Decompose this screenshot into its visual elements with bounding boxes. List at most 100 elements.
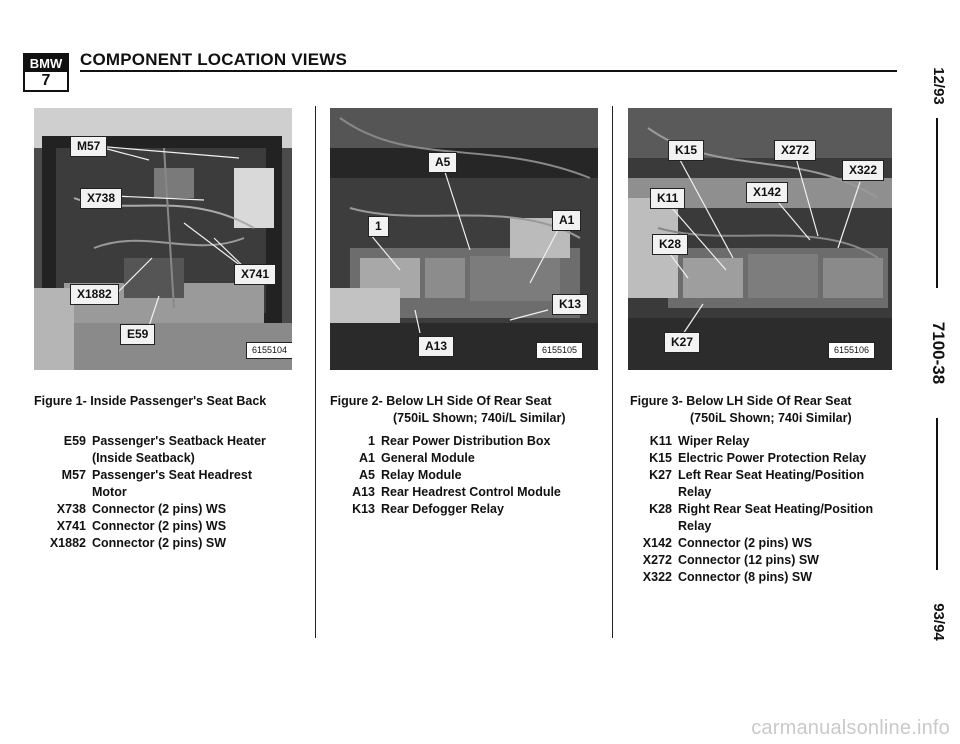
legend-code: 1	[368, 434, 375, 448]
figure-3-caption: Figure 3- Below LH Side Of Rear Seat (75…	[630, 393, 895, 427]
legend-row: A13 Rear Headrest Control Module	[320, 484, 610, 501]
callout-x142: X142	[746, 182, 789, 203]
rear-seat-lh-photo-illustration	[330, 108, 598, 370]
callout-k27: K27	[664, 332, 701, 353]
callout-k28: K28	[652, 234, 689, 255]
callout-x322: X322	[842, 160, 885, 181]
callout-e59: E59	[120, 324, 156, 345]
callout-a13: A13	[418, 336, 455, 357]
legend-desc: Passenger's Seatback Heater	[92, 434, 266, 448]
legend-desc: Rear Defogger Relay	[381, 502, 504, 516]
header-rule	[80, 70, 897, 72]
photo-number: 6155104	[246, 342, 292, 359]
legend-code: K15	[649, 451, 672, 465]
callout-x738: X738	[80, 188, 123, 209]
legend-row: X322 Connector (8 pins) SW	[616, 569, 896, 586]
callout-k11: K11	[650, 188, 686, 209]
callout-k13: K13	[552, 294, 589, 315]
logo-series: 7	[41, 72, 51, 89]
legend-desc: Relay	[678, 485, 712, 499]
legend-row: Relay	[616, 518, 896, 535]
legend-row: M57 Passenger's Seat Headrest	[42, 467, 307, 484]
legend-code: M57	[61, 468, 86, 482]
legend-desc: Relay	[678, 519, 712, 533]
photo-number: 6155106	[828, 342, 876, 359]
legend-desc: Motor	[92, 485, 127, 499]
legend-row: (Inside Seatback)	[42, 450, 307, 467]
callout-m57: M57	[70, 136, 108, 157]
legend-code: K13	[352, 502, 375, 516]
legend-row: X272 Connector (12 pins) SW	[616, 552, 896, 569]
legend-code: A5	[359, 468, 375, 482]
legend-desc: Electric Power Protection Relay	[678, 451, 867, 465]
legend-row: K15 Electric Power Protection Relay	[616, 450, 896, 467]
margin-page-number: 7100-38	[929, 321, 948, 385]
margin-rule-bottom	[936, 418, 938, 570]
legend-code	[616, 518, 672, 535]
legend-row: K13 Rear Defogger Relay	[320, 501, 610, 518]
legend-desc: Wiper Relay	[678, 434, 750, 448]
caption-line: Figure 3- Below LH Side Of Rear Seat	[630, 394, 852, 408]
margin-date-top: 12/93	[930, 67, 947, 105]
legend-row: K27 Left Rear Seat Heating/Position	[616, 467, 896, 484]
legend-desc: Passenger's Seat Headrest	[92, 468, 253, 482]
legend-code: X272	[642, 553, 672, 567]
legend-code: X1882	[49, 536, 86, 550]
legend-code	[42, 484, 86, 501]
caption-line: Figure 2- Below LH Side Of Rear Seat	[330, 394, 552, 408]
legend-row: X142 Connector (2 pins) WS	[616, 535, 896, 552]
callout-k15: K15	[668, 140, 705, 161]
legend-desc: Relay Module	[381, 468, 462, 482]
legend-code	[616, 484, 672, 501]
page-title: COMPONENT LOCATION VIEWS	[80, 50, 348, 69]
logo-brand: BMW	[25, 55, 67, 72]
legend-code: X741	[56, 519, 86, 533]
legend-desc: General Module	[381, 451, 475, 465]
legend-code: K27	[649, 468, 672, 482]
legend-desc: Connector (2 pins) WS	[92, 502, 227, 516]
callout-1: 1	[368, 216, 389, 237]
margin-date-bottom: 93/94	[930, 603, 947, 641]
callout-x1882: X1882	[70, 284, 119, 305]
legend-desc: Left Rear Seat Heating/Position	[678, 468, 865, 482]
callout-a1: A1	[552, 210, 582, 231]
legend-row: 1 Rear Power Distribution Box	[320, 433, 610, 450]
legend-desc: Rear Headrest Control Module	[381, 485, 561, 499]
margin-rule-top	[936, 118, 938, 288]
legend-code: X738	[56, 502, 86, 516]
legend-desc: Right Rear Seat Heating/Position	[678, 502, 874, 516]
photo-number: 6155105	[536, 342, 584, 359]
legend-desc: Connector (8 pins) SW	[678, 570, 813, 584]
caption-line-2: (750iL Shown; 740i Similar)	[690, 411, 852, 425]
column-divider	[315, 106, 316, 638]
legend-desc: Connector (2 pins) WS	[678, 536, 813, 550]
legend-desc: (Inside Seatback)	[92, 451, 195, 465]
legend-code: A13	[352, 485, 375, 499]
watermark-text: carmanualsonline.info	[751, 717, 950, 739]
legend-row: Motor	[42, 484, 307, 501]
legend-row: Relay	[616, 484, 896, 501]
figure-1-caption: Figure 1- Inside Passenger's Seat Back	[34, 393, 304, 410]
bmw-7-logo: BMW 7	[23, 53, 69, 92]
legend-row: X738 Connector (2 pins) WS	[42, 501, 307, 518]
legend-code: X142	[642, 536, 672, 550]
legend-row: X1882 Connector (2 pins) SW	[42, 535, 307, 552]
caption-line-2: (750iL Shown; 740i/L Similar)	[393, 411, 566, 425]
figure-2-photo: A5 1 A1 K13 A13 6155105	[330, 108, 598, 370]
legend-code	[42, 450, 86, 467]
callout-a5: A5	[428, 152, 458, 173]
legend-row: A5 Relay Module	[320, 467, 610, 484]
figure-1-photo: M57 X738 X741 X1882 E59 6155104	[34, 108, 292, 370]
legend-desc: Connector (12 pins) SW	[678, 553, 819, 567]
legend-code: X322	[642, 570, 672, 584]
figure-2-caption: Figure 2- Below LH Side Of Rear Seat (75…	[330, 393, 610, 427]
legend-desc: Connector (2 pins) SW	[92, 536, 227, 550]
legend-desc: Rear Power Distribution Box	[381, 434, 551, 448]
figure-3-photo: K15 X272 X322 X142 K11 K28 K27 6155106	[628, 108, 892, 370]
